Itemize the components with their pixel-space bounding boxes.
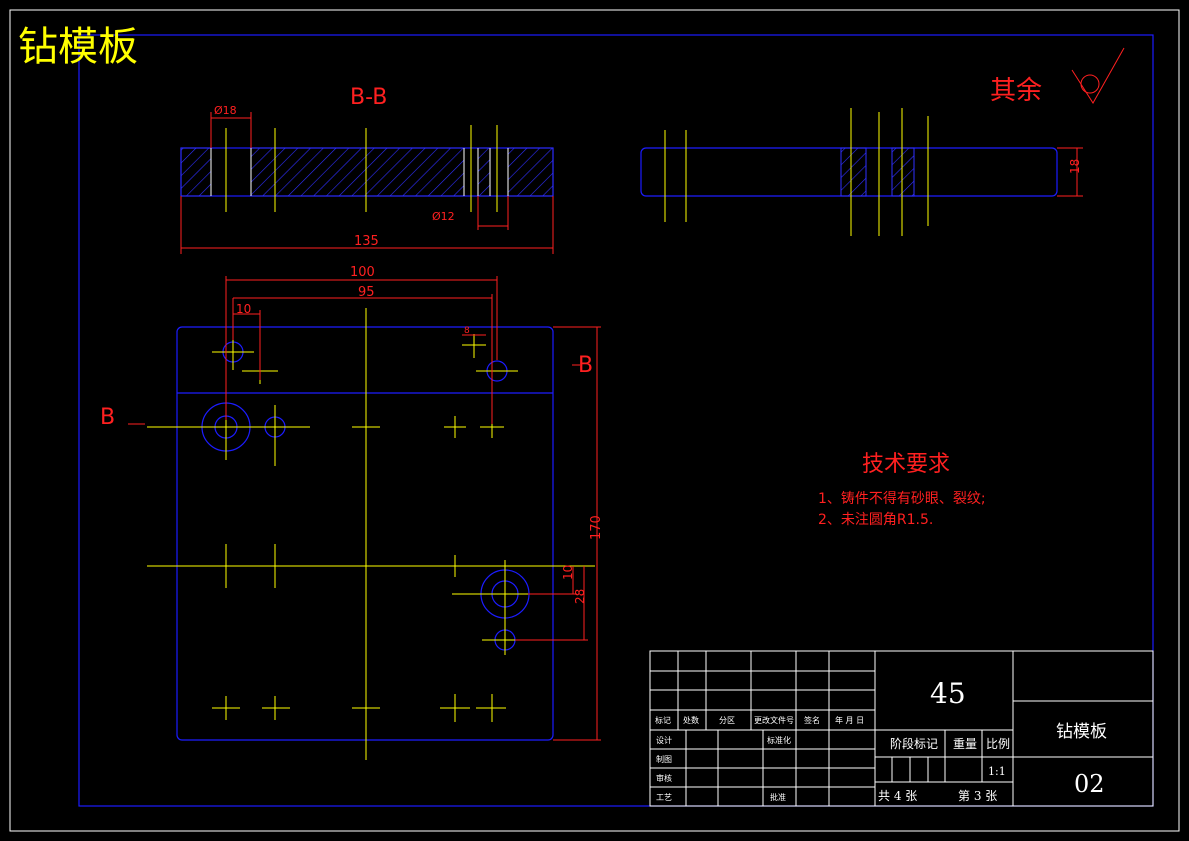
section-hatch-4 (507, 147, 554, 197)
plate-outline (176, 326, 554, 741)
rev-header-6: 年 月 日 (835, 715, 864, 725)
section-label: B-B (350, 85, 387, 110)
sign-row-design: 设计 (656, 735, 672, 745)
rev-header-3: 分区 (719, 716, 735, 725)
roughness-note: 其余 (990, 76, 1042, 106)
sign-row-process: 工艺 (656, 793, 672, 802)
section-hatch-2 (250, 147, 465, 197)
title-block (649, 650, 1154, 807)
inner-border (78, 34, 1154, 807)
section-hatch-3 (477, 147, 491, 197)
dim-dia12: Ø12 (432, 210, 455, 223)
tech-req-item-1: 1、铸件不得有砂眼、裂纹; (818, 490, 986, 507)
dim-28: 28 (573, 589, 587, 604)
dim-135: 135 (354, 234, 379, 249)
dim-10-right: 10 (561, 565, 575, 580)
dim-thick18: 18 (1068, 159, 1082, 174)
tech-req-item-2: 2、未注圆角R1.5. (818, 512, 933, 528)
dim-170: 170 (589, 515, 604, 540)
scale-label: 比例 (986, 737, 1010, 751)
dim-100: 100 (350, 265, 375, 280)
side-view: 18 (640, 108, 1083, 236)
dim-dia18: Ø18 (214, 104, 237, 117)
drawing-number: 02 (1074, 770, 1105, 798)
section-marker-left: B (100, 405, 115, 430)
rev-header-1: 标记 (655, 715, 671, 725)
rev-header-2: 处数 (683, 715, 699, 725)
plan-view (128, 308, 595, 760)
drawing-title: 钻模板 (18, 24, 138, 70)
rev-header-5: 签名 (804, 715, 820, 725)
sign-row-check: 审核 (656, 773, 672, 783)
scale-value: 1:1 (988, 765, 1006, 778)
sign-row-draw: 制图 (656, 754, 672, 764)
roughness-symbol-icon (1071, 47, 1125, 104)
plan-dimensions: 100 95 10 8 170 10 28 (225, 265, 604, 741)
section-dimensions: Ø18 Ø12 135 (180, 104, 554, 254)
standardize-label: 标准化 (767, 735, 791, 745)
rev-header-4: 更改文件号 (754, 715, 794, 725)
dim-95: 95 (358, 285, 375, 300)
approve-label: 批准 (770, 792, 786, 802)
section-marker-right: B (578, 353, 593, 378)
tech-req-heading: 技术要求 (862, 452, 950, 477)
stage-mark-label: 阶段标记 (890, 736, 938, 751)
weight-label: 重量 (953, 737, 977, 751)
outer-border (9, 9, 1180, 832)
part-name: 钻模板 (1056, 722, 1107, 742)
side-hatch-2 (891, 147, 915, 197)
sheet-index: 第 3 张 (958, 789, 997, 803)
dim-10-top: 10 (236, 302, 251, 316)
side-hatch-1 (840, 147, 867, 197)
section-view (180, 125, 554, 212)
dim-8: 8 (464, 326, 470, 336)
sheet-total: 共 4 张 (878, 789, 917, 803)
section-hatch-1 (180, 147, 212, 197)
material-value: 45 (930, 677, 966, 710)
